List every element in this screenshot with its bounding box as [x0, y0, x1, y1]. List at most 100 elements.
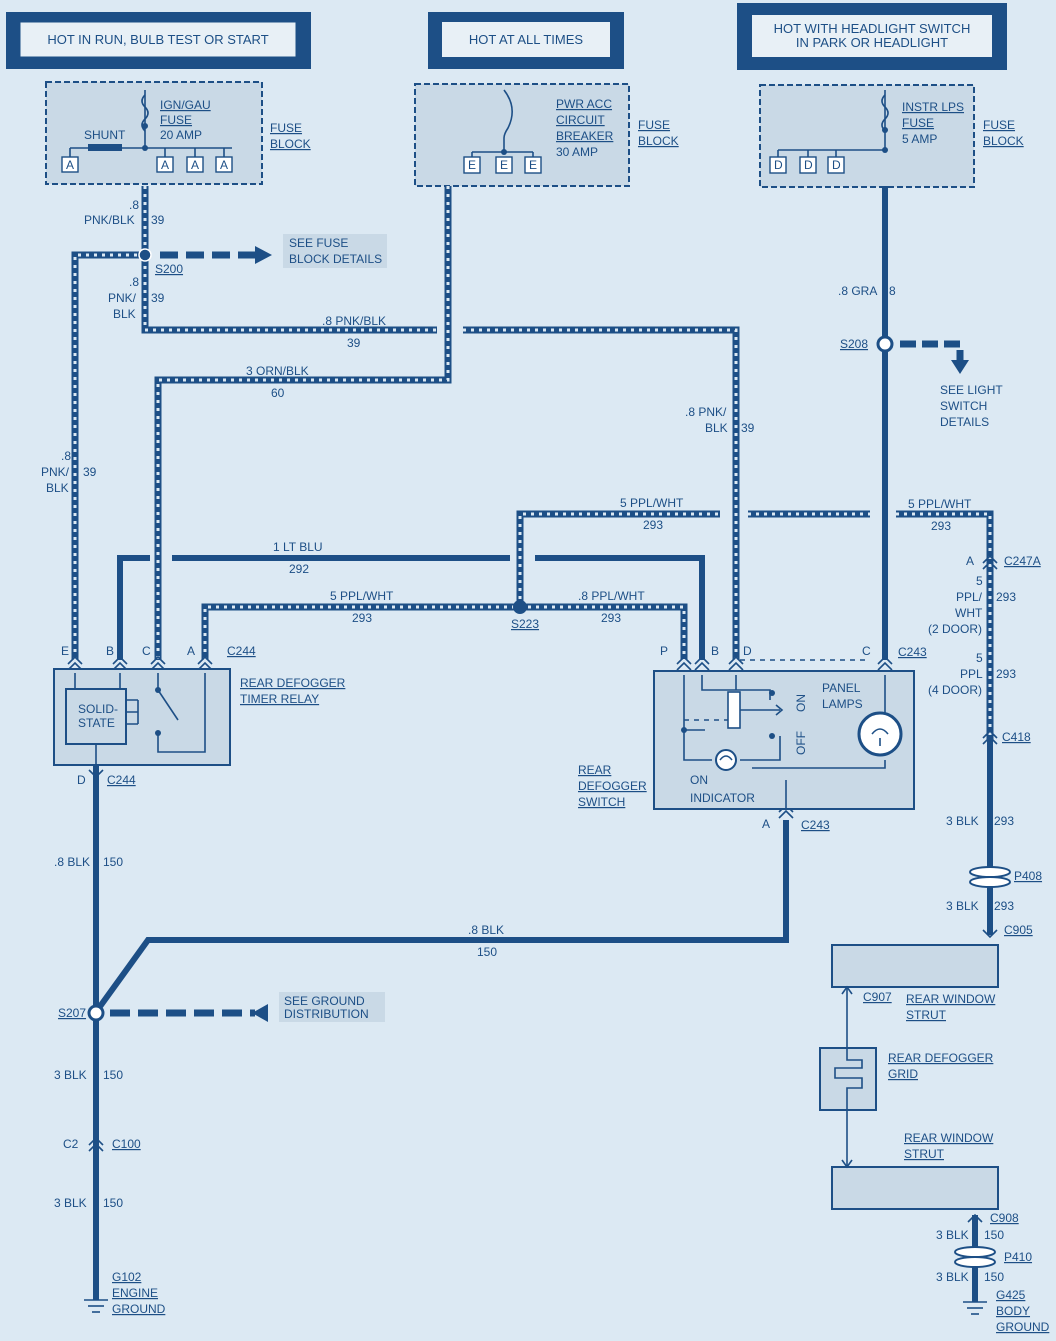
pin-label: D: [743, 644, 752, 658]
note-text: DISTRIBUTION: [284, 1007, 369, 1021]
wire-label: 3 BLK: [936, 1228, 969, 1242]
fuse-label: 20 AMP: [160, 128, 202, 142]
wire-label: 293: [996, 667, 1016, 681]
indicator-lamp-icon: [715, 749, 737, 771]
pin-label: B: [106, 644, 114, 658]
breaker-label: PWR ACC: [556, 97, 612, 111]
pin-label: D: [77, 773, 86, 787]
grid-label: GRID: [888, 1067, 918, 1081]
wire-label: (2 DOOR): [928, 622, 982, 636]
wire-label: 3 BLK: [54, 1196, 87, 1210]
wire-label: 39: [741, 421, 755, 435]
connector-label: P408: [1014, 869, 1042, 883]
connector-label: C908: [990, 1211, 1019, 1225]
wire-label: WHT: [955, 606, 983, 620]
wire-label: .8 PNK/BLK: [322, 314, 386, 328]
wire-label: .8 PPL/WHT: [578, 589, 645, 603]
wire-label: 3 BLK: [946, 899, 979, 913]
connector-label: C907: [863, 990, 892, 1004]
wire-label: 293: [643, 518, 663, 532]
note-text: SEE GROUND: [284, 994, 365, 1008]
header-text: HOT IN RUN, BULB TEST OR START: [47, 32, 268, 47]
ground-label: G425: [996, 1288, 1026, 1302]
connector-label: C2: [63, 1137, 79, 1151]
wire-label: 150: [103, 855, 123, 869]
wire-label: .8: [129, 198, 139, 212]
fuse-block-instr: D D D INSTR LPS FUSE 5 AMP FUSE BLOCK: [759, 84, 1024, 188]
pin-label: E: [468, 158, 476, 172]
pin-label: A: [66, 158, 74, 172]
splice-s207: [87, 1004, 105, 1022]
breaker-label: 30 AMP: [556, 145, 598, 159]
fuse-icon: [141, 94, 149, 132]
wire-label: .8 BLK: [468, 923, 504, 937]
wire-label: 39: [151, 291, 165, 305]
fuse-block-label: BLOCK: [983, 134, 1024, 148]
pin-label: E: [500, 158, 508, 172]
wire-label: 39: [151, 213, 165, 227]
pin-label: D: [804, 158, 813, 172]
header-hot-with-headlight: HOT WITH HEADLIGHT SWITCH IN PARK OR HEA…: [737, 3, 1007, 70]
wire-label: .8: [129, 275, 139, 289]
fuse-block-label: FUSE: [983, 118, 1015, 132]
solid-state-label: STATE: [78, 716, 115, 730]
header-hot-at-all-times: HOT AT ALL TIMES: [428, 12, 624, 69]
wire-label: 39: [83, 465, 97, 479]
wire-label: 150: [103, 1068, 123, 1082]
timer-relay: SOLID- STATE: [53, 668, 231, 766]
splice-label: S207: [58, 1006, 86, 1020]
wire-label: 150: [103, 1196, 123, 1210]
header-text: IN PARK OR HEADLIGHT: [796, 35, 948, 50]
pin-label: A: [762, 817, 770, 831]
connector-p408: [969, 866, 1011, 888]
wire-label: 3 ORN/BLK: [246, 364, 309, 378]
breaker-label: BREAKER: [556, 129, 614, 143]
wire-label: 5: [976, 574, 983, 588]
wire-label: PPL: [960, 667, 983, 681]
wire-label: 60: [271, 386, 285, 400]
wire-label: (4 DOOR): [928, 683, 982, 697]
wire-lt-blu: [117, 555, 705, 660]
wire-label: 150: [984, 1228, 1004, 1242]
wire-label: 5 PPL/WHT: [330, 589, 394, 603]
splice-s200: [138, 248, 152, 262]
wire-label: 1 LT BLU: [273, 540, 323, 554]
wire-ppl-wht: [201, 510, 994, 740]
ground-label: ENGINE: [112, 1286, 158, 1300]
fuse-label: FUSE: [160, 113, 192, 127]
wire-see-fuse-arrow: [160, 246, 272, 264]
connector-label: P410: [1004, 1250, 1032, 1264]
fuse-icon: [881, 94, 889, 132]
wire-gra: [882, 186, 969, 660]
wire-label: .8 PNK/: [685, 405, 727, 419]
solid-state-label: SOLID-: [78, 702, 118, 716]
note-text: SEE FUSE: [289, 236, 348, 250]
breaker-label: CIRCUIT: [556, 113, 605, 127]
connector-chevrons: [67, 554, 998, 1223]
fuse-block-label: BLOCK: [270, 137, 311, 151]
connector-label: C243: [898, 645, 927, 659]
note-text: BLOCK DETAILS: [289, 252, 382, 266]
fuse-label: 5 AMP: [902, 132, 937, 146]
panel-lamps-label: PANEL: [822, 681, 861, 695]
splice-label: S208: [840, 337, 868, 351]
wire-orn-blk: [154, 186, 452, 660]
switch-label: SWITCH: [578, 795, 625, 809]
panel-lamp-icon: [857, 711, 903, 757]
note-text: SEE LIGHT: [940, 383, 1003, 397]
ground-label: GROUND: [996, 1320, 1050, 1334]
fuse-block-pwr-acc: E E E PWR ACC CIRCUIT BREAKER 30 AMP FUS…: [414, 83, 679, 187]
switch-off-label: OFF: [794, 731, 808, 755]
wire-labels: .8 PNK/BLK 39 .8 PNK/ 39 BLK .8 PNK/BLK …: [41, 198, 1016, 1284]
rear-window-strut-upper: [831, 944, 999, 988]
pin-label: B: [711, 644, 719, 658]
wire-label: PNK/: [108, 291, 137, 305]
shunt-label: SHUNT: [84, 128, 126, 142]
wire-label: 5 PPL/WHT: [620, 496, 684, 510]
pin-label: C: [142, 644, 151, 658]
pin-label: C: [862, 644, 871, 658]
splice-labels: S200 S208 S223 S207: [58, 262, 868, 1020]
rear-defogger-grid: [819, 1047, 877, 1111]
fuse-block-ign: SHUNT A A A A IGN/GAU FUSE 20 AMP FUSE B…: [45, 81, 311, 185]
wire-label: 3 BLK: [936, 1270, 969, 1284]
